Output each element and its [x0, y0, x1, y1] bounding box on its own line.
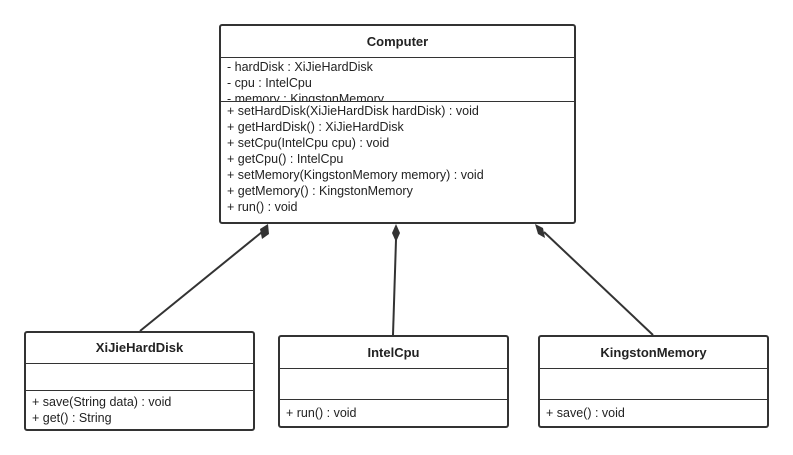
cpu-attributes [280, 368, 507, 399]
method-gethardisk: + getHardDisk() : XiJieHardDisk [227, 120, 404, 134]
computer-attributes: - hardDisk : XiJieHardDisk - cpu : Intel… [221, 57, 574, 101]
link-computer-harddisk [139, 231, 263, 332]
method-save: + save(String data) : void [32, 395, 172, 409]
attribute-memory: - memory : KingstonMemory [227, 92, 384, 101]
cpu-class[interactable]: IntelCpu + run() : void [278, 335, 509, 428]
method-save: + save() : void [546, 406, 625, 420]
computer-class-name: Computer [366, 34, 429, 49]
attribute-harddisk: - hardDisk : XiJieHardDisk [227, 60, 373, 74]
method-setmemory: + setMemory(KingstonMemory memory) : voi… [227, 168, 484, 182]
harddisk-methods: + save(String data) : void + get() : Str… [26, 390, 253, 428]
harddisk-attributes [26, 363, 253, 390]
method-run: + run() : void [227, 200, 298, 214]
cpu-methods: + run() : void [280, 399, 507, 423]
diamond-cpu [392, 224, 400, 242]
memory-class-name: KingstonMemory [600, 345, 707, 360]
attribute-cpu: - cpu : IntelCpu [227, 76, 312, 90]
harddisk-class-name: XiJieHardDisk [95, 340, 184, 355]
memory-methods: + save() : void [540, 399, 767, 423]
method-sethardisk: + setHardDisk(XiJieHardDisk hardDisk) : … [227, 104, 479, 118]
diamond-memory [535, 224, 545, 238]
computer-methods: + setHardDisk(XiJieHardDisk hardDisk) : … [221, 101, 574, 217]
method-get: + get() : String [32, 411, 112, 425]
link-computer-memory [543, 231, 654, 336]
method-run: + run() : void [286, 406, 357, 420]
link-computer-cpu [392, 239, 397, 336]
computer-class[interactable]: Computer - hardDisk : XiJieHardDisk - cp… [219, 24, 576, 224]
harddisk-class[interactable]: XiJieHardDisk + save(String data) : void… [24, 331, 255, 431]
method-getcpu: + getCpu() : IntelCpu [227, 152, 344, 166]
diamond-harddisk [260, 224, 269, 239]
memory-attributes [540, 368, 767, 399]
method-getmemory: + getMemory() : KingstonMemory [227, 184, 413, 198]
method-setcpu: + setCpu(IntelCpu cpu) : void [227, 136, 390, 150]
memory-class[interactable]: KingstonMemory + save() : void [538, 335, 769, 428]
cpu-class-name: IntelCpu [367, 345, 420, 360]
